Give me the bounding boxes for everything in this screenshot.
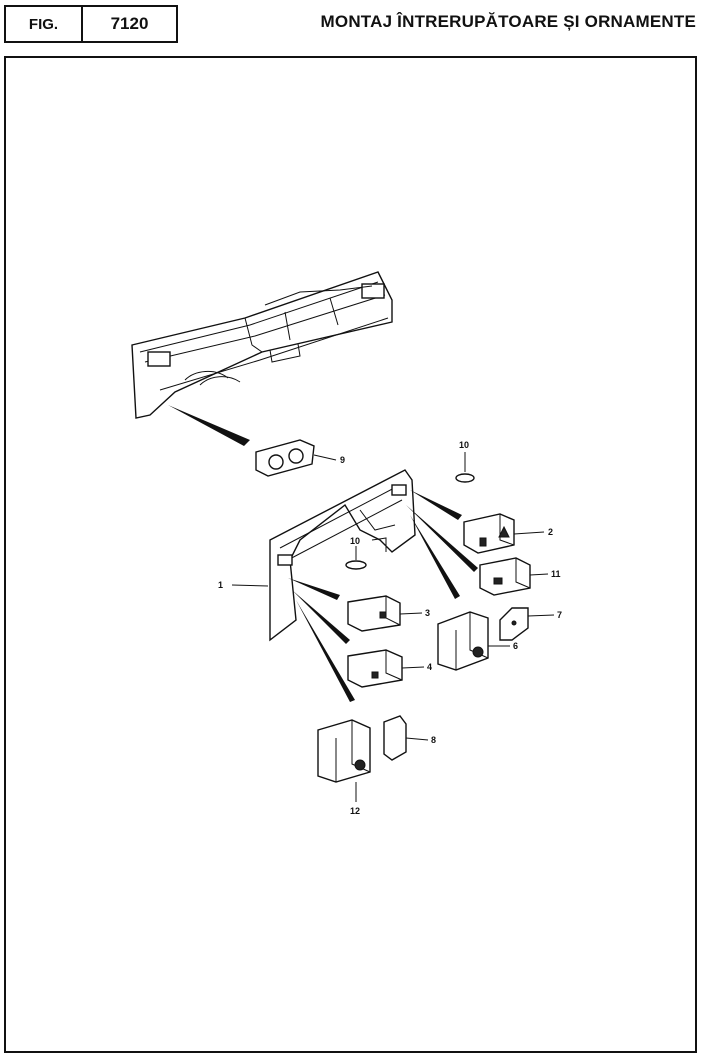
callout-2: 2 xyxy=(548,527,553,537)
part-12-rotary-switch xyxy=(317,719,371,802)
callout-4: 4 xyxy=(427,662,432,672)
callout-3: 3 xyxy=(425,608,430,618)
part-10-plug-upper xyxy=(455,452,475,483)
figure-number: 7120 xyxy=(81,5,178,43)
callout-10-upper: 10 xyxy=(459,440,469,450)
leader-wedge-11 xyxy=(406,505,478,572)
callout-1: 1 xyxy=(218,580,223,590)
callout-9: 9 xyxy=(340,455,345,465)
part-4-switch xyxy=(347,649,425,688)
callout-11: 11 xyxy=(551,569,561,579)
part-11-switch xyxy=(479,557,549,596)
callout-8: 8 xyxy=(431,735,436,745)
part-8-trim-cover xyxy=(383,715,429,761)
leader-wedge-4 xyxy=(292,590,350,644)
part-10-plug-lower xyxy=(345,546,367,570)
part-9-double-switch xyxy=(255,439,337,477)
part-3-switch xyxy=(347,595,423,632)
part-6-rotary-switch xyxy=(437,611,510,671)
callout-6: 6 xyxy=(513,641,518,651)
leader-wedge-3 xyxy=(288,578,340,600)
part-7-blank-cover xyxy=(499,607,555,641)
leader-wedge-12 xyxy=(296,600,355,702)
callout-12: 12 xyxy=(350,806,360,816)
part-2-hazard-switch xyxy=(463,513,545,554)
callout-10-lower: 10 xyxy=(350,536,360,546)
page-title: MONTAJ ÎNTRERUPĂTOARE ȘI ORNAMENTE xyxy=(320,12,696,31)
part-1-console-trim xyxy=(231,469,416,642)
callout-7: 7 xyxy=(557,610,562,620)
leader-wedge-2 xyxy=(410,490,462,520)
drawing-frame xyxy=(4,56,697,1053)
leader-wedge-9 xyxy=(168,405,250,446)
dashboard-illustration xyxy=(131,271,393,419)
leader-wedge-6 xyxy=(410,515,460,599)
